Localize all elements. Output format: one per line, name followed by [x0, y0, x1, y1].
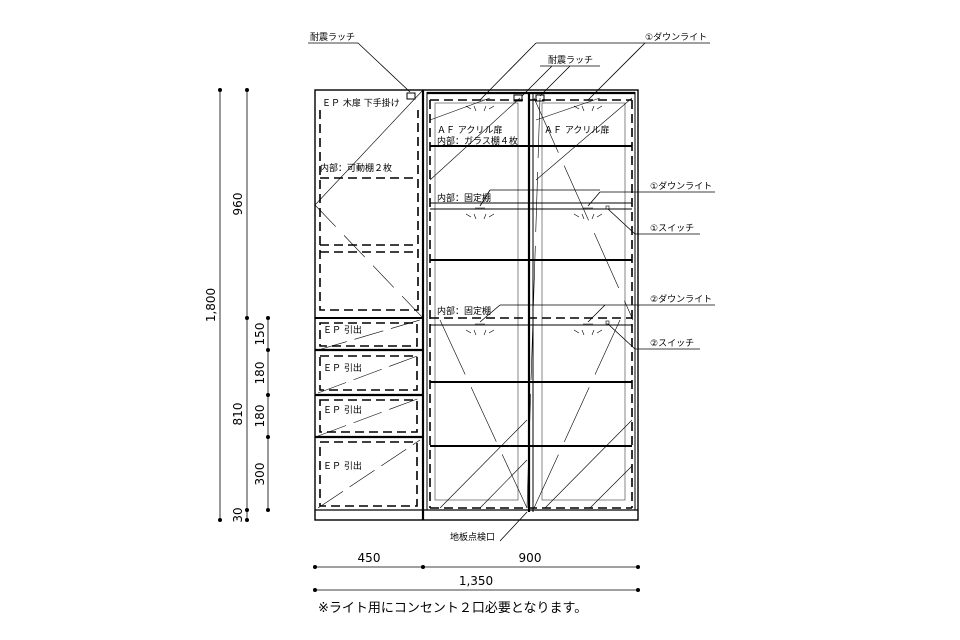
downlight-icon: [573, 207, 603, 220]
dim-total-width: 1,350: [459, 574, 493, 588]
dim-drawer-height: 180: [253, 362, 267, 385]
label-acrylic-door-left: ＡＦ アクリル扉: [437, 124, 502, 136]
downlight-icons: [406, 92, 610, 336]
dim-total-height: 1,800: [204, 288, 218, 322]
dim-right-width: 900: [519, 551, 542, 565]
callout-seismic-latch-left: 耐震ラッチ: [310, 31, 355, 43]
label-drawer: ＥＰ 引出: [323, 324, 362, 336]
latch-icon: [513, 94, 523, 102]
label-acrylic-door-right: ＡＦ アクリル扉: [544, 124, 609, 136]
switch-icon: [605, 205, 610, 210]
downlight-icon: [573, 323, 603, 336]
dim-drawer-height: 300: [253, 463, 267, 486]
callout-switch-2: ②スイッチ: [650, 338, 694, 349]
callout-downlight-2: ②ダウンライト: [650, 293, 712, 305]
label-drawer: ＥＰ 引出: [323, 404, 362, 416]
dimension-ticks: [218, 88, 640, 592]
latch-icon: [406, 92, 416, 100]
dimension-lines: [219, 90, 638, 591]
callout-floor-hatch: 地板点検口: [450, 531, 495, 543]
callout-downlight-1-top: ①ダウンライト: [645, 31, 707, 43]
callout-switch-1: ①スイッチ: [650, 223, 694, 234]
acrylic-doors: [429, 97, 634, 509]
switch-icon: [605, 320, 610, 325]
label-fixed-shelf-1: 内部：固定棚: [437, 192, 491, 204]
dim-upper-height: 960: [231, 193, 245, 216]
downlight-icon: [465, 323, 495, 336]
downlight-icon: [465, 207, 495, 220]
latch-icon: [535, 94, 545, 102]
drawer-stack: [315, 319, 423, 509]
label-left-door: ＥＰ 木扉 下手掛け: [322, 97, 400, 109]
label-glass-shelves: 内部：ガラス棚４枚: [437, 135, 518, 147]
callout-seismic-latch-center: 耐震ラッチ: [548, 54, 593, 66]
dim-drawer-height: 150: [253, 323, 267, 346]
callout-leaders: [308, 42, 715, 542]
dim-drawer-height: 180: [253, 405, 267, 428]
label-left-shelves: 内部：可動棚２枚: [320, 162, 392, 174]
callout-downlight-1-mid: ①ダウンライト: [650, 180, 712, 192]
label-drawer: ＥＰ 引出: [323, 460, 362, 472]
left-wood-door: [314, 89, 424, 319]
dim-plinth: 30: [231, 507, 245, 522]
outlet-note: ※ライト用にコンセント２口必要となります。: [318, 601, 587, 616]
dim-lower-height: 810: [231, 403, 245, 426]
label-fixed-shelf-2: 内部：固定棚: [437, 305, 491, 317]
label-drawer: ＥＰ 引出: [323, 362, 362, 374]
dim-left-width: 450: [358, 551, 381, 565]
